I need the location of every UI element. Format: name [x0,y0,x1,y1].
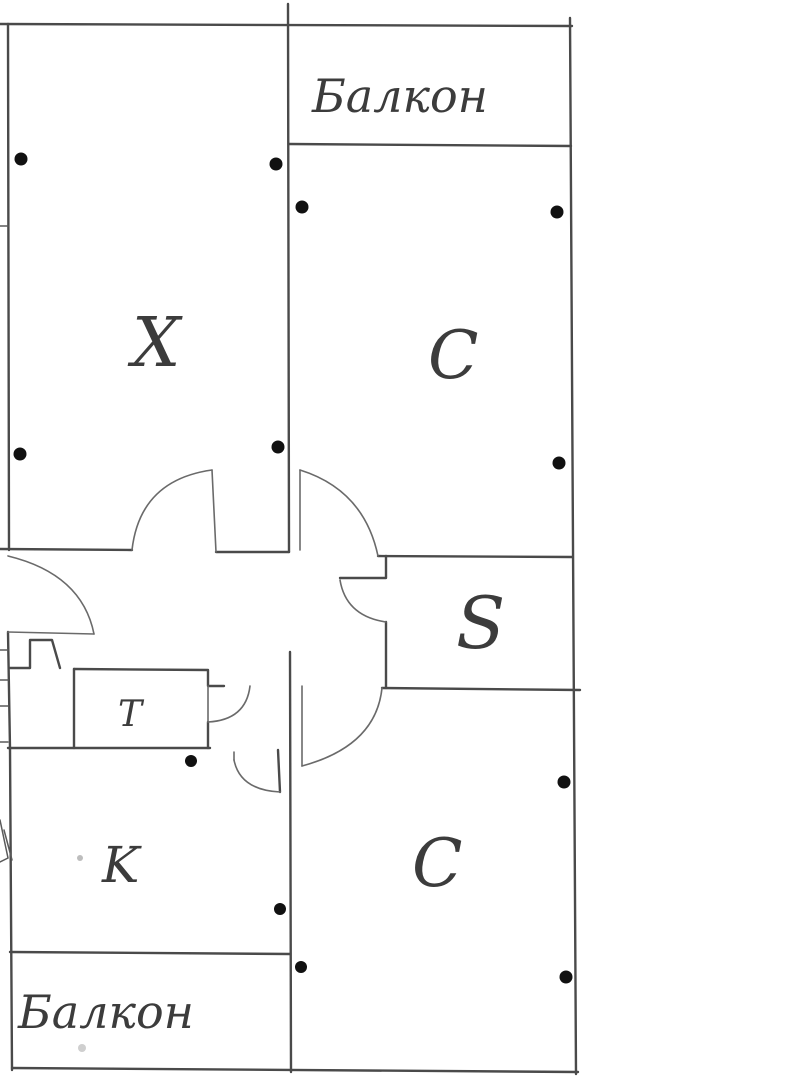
door-entry [7,631,95,635]
door-entry-arc [7,555,95,635]
bottom-wall [10,1066,580,1074]
door-room-c-top-arc [299,469,379,557]
smudge [78,1044,86,1052]
door-room-k-arc [233,759,281,793]
smudges [77,855,86,1052]
right-wall [568,16,578,1076]
room-t-top-wall [72,667,226,688]
marker-dot [271,440,285,454]
center-wall-upper [286,2,291,554]
balcony-bottom-top-edge [8,950,292,956]
room-s-bottom-wall [380,686,582,692]
edge-mark-6 [0,819,9,863]
room-x-bottom-wall-left [0,547,134,552]
label-room-s: S [456,581,505,665]
entry-step [8,638,62,670]
room-c-top-bottom-wall [376,554,574,559]
door-room-x-arc [131,469,213,551]
marker-dot [295,200,309,214]
walls [0,2,582,1076]
door-room-s-arc [339,579,387,623]
marker-dot [559,970,573,984]
door-room-t-arc [207,685,251,723]
marker-dot [185,755,197,767]
top-wall [0,22,574,28]
label-room-k: K [101,836,142,894]
label-room-x: X [127,304,183,383]
center-wall-lower [288,650,293,1074]
marker-dot [295,961,307,973]
edge-mark-7 [3,829,13,861]
room-labels: Балкон X C S T K C Балкон [17,69,505,1039]
marker-dot [550,205,564,219]
door-room-c-bottom-arc [301,687,383,767]
label-balcony-bottom: Балкон [17,985,194,1039]
balcony-top-floor [287,142,573,148]
marker-dot [274,903,286,915]
room-s-left-upper [338,554,388,580]
marker-dot [13,447,27,461]
smudge [77,855,83,861]
label-room-t: T [118,694,145,735]
markers [13,152,573,984]
marker-dot [552,456,566,470]
label-room-c-top: C [428,317,479,394]
marker-dot [269,157,283,171]
marker-dot [557,775,571,789]
marker-dot [14,152,28,166]
label-balcony-top: Балкон [311,69,488,123]
room-k-left-wall [8,746,14,1072]
entry-wall-left [6,630,12,750]
label-room-c-bottom: C [412,825,463,902]
doors [7,469,387,793]
left-wall [6,22,11,552]
door-room-x [211,469,217,553]
edge-marks [0,225,13,863]
room-k-right-wall [276,748,282,794]
